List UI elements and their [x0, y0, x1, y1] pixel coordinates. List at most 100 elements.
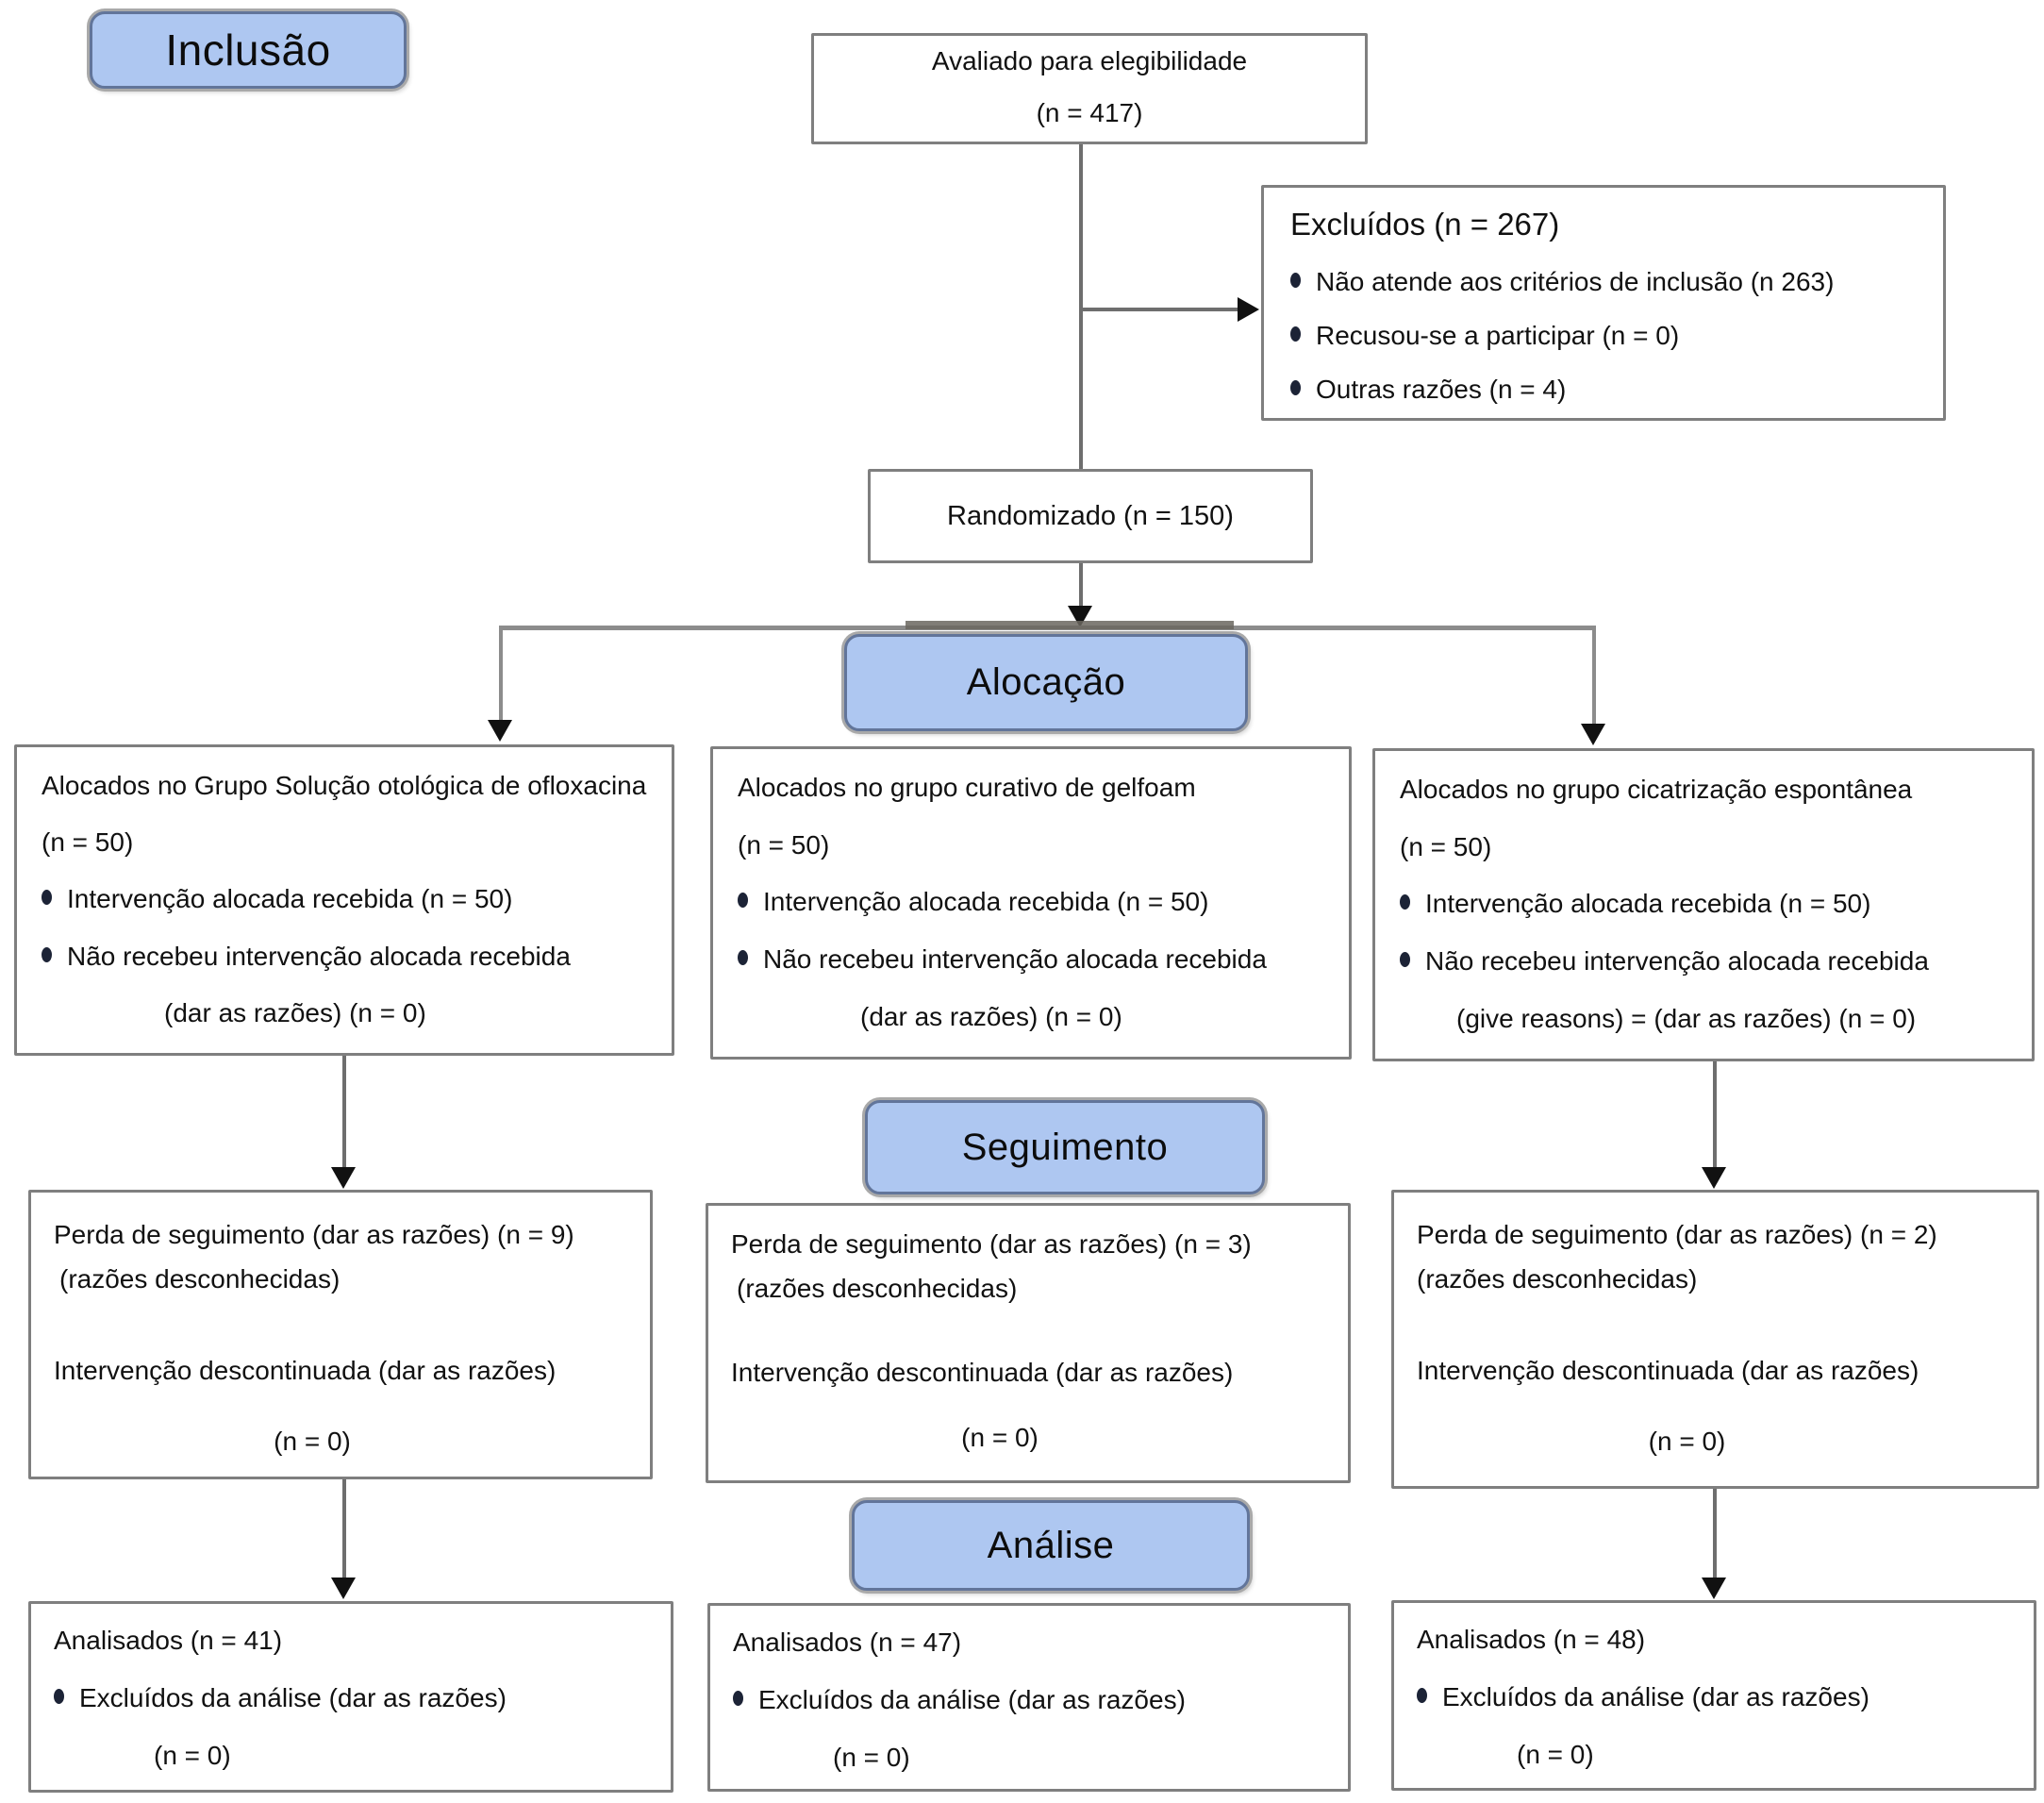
connector-eligibility-to-randomized	[1079, 144, 1083, 469]
stage-label-allocation: Alocação	[844, 634, 1248, 731]
connector-left-followup-to-analysis	[342, 1479, 346, 1579]
bullet-diamond-icon	[738, 950, 748, 966]
connector-right-alloc-to-followup	[1713, 1061, 1717, 1169]
connector-left-alloc-to-followup	[342, 1056, 346, 1169]
excluded-item-text: Outras razões (n = 4)	[1316, 375, 1567, 404]
allocation-bullet-text: Intervenção alocada recebida (n = 50)	[1425, 889, 1871, 919]
analysis-n: (n = 0)	[154, 1741, 231, 1771]
bullet-diamond-icon	[738, 893, 748, 909]
excluded-title: Excluídos (n = 267)	[1290, 207, 1560, 242]
connector-branch-left	[499, 626, 503, 722]
excluded-item: Outras razões (n = 4)	[1290, 374, 1917, 405]
allocation-box-ofloxacina: Alocados no Grupo Solução otológica de o…	[14, 744, 674, 1056]
stage-label-inclusion-text: Inclusão	[165, 25, 331, 75]
bullet-diamond-icon	[42, 890, 52, 906]
followup-line2: (razões desconhecidas)	[1417, 1264, 1698, 1294]
connector-branch-right	[1592, 626, 1596, 726]
followup-line2: (razões desconhecidas)	[737, 1274, 1018, 1304]
analysis-n: (n = 0)	[1517, 1740, 1594, 1770]
arrowhead-right-excluded-icon	[1238, 297, 1259, 322]
excluded-item: Recusou-se a participar (n = 0)	[1290, 320, 1917, 351]
analysis-n: (n = 0)	[833, 1743, 910, 1773]
bullet-diamond-icon	[1400, 894, 1410, 910]
allocation-bullet: Não recebeu intervenção alocada recebida	[42, 941, 647, 972]
bullet-diamond-icon	[54, 1689, 64, 1705]
allocation-reason: (give reasons) = (dar as razões) (n = 0)	[1456, 1003, 1917, 1033]
branch-line-dark-segment	[906, 621, 1234, 629]
analysis-bullet-text: Excluídos da análise (dar as razões)	[1442, 1682, 1870, 1712]
allocation-bullet: Não recebeu intervenção alocada recebida	[1400, 945, 2007, 977]
analysis-box-left: Analisados (n = 41) Excluídos da análise…	[28, 1601, 673, 1793]
allocation-bullet-text: Não recebeu intervenção alocada recebida	[1425, 946, 1929, 977]
excluded-item-text: Recusou-se a participar (n = 0)	[1316, 320, 1680, 350]
followup-line4: (n = 0)	[961, 1423, 1039, 1453]
allocation-bullet: Intervenção alocada recebida (n = 50)	[42, 883, 647, 914]
stage-label-analysis: Análise	[852, 1500, 1250, 1591]
bullet-diamond-icon	[42, 946, 52, 962]
allocation-reason: (dar as razões) (n = 0)	[164, 997, 426, 1027]
bullet-diamond-icon	[733, 1691, 743, 1707]
followup-line3: Intervenção descontinuada (dar as razões…	[1417, 1356, 1919, 1386]
analysis-bullet: Excluídos da análise (dar as razões)	[733, 1684, 1325, 1715]
followup-line3: Intervenção descontinuada (dar as razões…	[54, 1356, 557, 1386]
followup-line1: Perda de seguimento (dar as razões) (n =…	[731, 1229, 1252, 1259]
bullet-diamond-icon	[1290, 380, 1301, 395]
arrowhead-down-left-analysis-icon	[331, 1578, 356, 1599]
stage-label-followup-text: Seguimento	[961, 1126, 1169, 1168]
connector-randomized-to-branch	[1079, 563, 1083, 609]
allocation-title: Alocados no Grupo Solução otológica de o…	[42, 771, 647, 800]
followup-line2: (razões desconhecidas)	[59, 1264, 341, 1294]
stage-label-inclusion: Inclusão	[90, 11, 407, 89]
analysis-bullet: Excluídos da análise (dar as razões)	[1417, 1681, 2011, 1712]
followup-line1: Perda de seguimento (dar as razões) (n =…	[54, 1220, 574, 1249]
excluded-item: Não atende aos critérios de inclusão (n …	[1290, 266, 1917, 297]
connector-to-excluded	[1079, 308, 1245, 311]
stage-label-followup: Seguimento	[865, 1100, 1265, 1194]
eligibility-line1: Avaliado para elegibilidade	[931, 46, 1248, 75]
arrowhead-down-left-alloc-icon	[488, 720, 512, 742]
allocation-reason: (dar as razões) (n = 0)	[860, 1001, 1122, 1031]
allocation-bullet: Intervenção alocada recebida (n = 50)	[1400, 888, 2007, 919]
arrowhead-down-left-followup-icon	[331, 1167, 356, 1189]
connector-right-followup-to-analysis	[1713, 1489, 1717, 1579]
stage-label-allocation-text: Alocação	[966, 661, 1126, 703]
allocation-bullet: Intervenção alocada recebida (n = 50)	[738, 886, 1324, 917]
allocation-n: (n = 50)	[738, 829, 830, 860]
followup-box-left: Perda de seguimento (dar as razões) (n =…	[28, 1190, 653, 1479]
analysis-title: Analisados (n = 41)	[54, 1626, 283, 1655]
allocation-bullet-text: Não recebeu intervenção alocada recebida	[67, 941, 571, 971]
eligibility-box: Avaliado para elegibilidade (n = 417)	[811, 33, 1368, 144]
randomized-label: Randomizado (n = 150)	[947, 500, 1234, 531]
analysis-box-middle: Analisados (n = 47) Excluídos da análise…	[707, 1603, 1351, 1792]
followup-box-middle: Perda de seguimento (dar as razões) (n =…	[706, 1203, 1351, 1483]
arrowhead-down-right-analysis-icon	[1702, 1578, 1726, 1599]
bullet-diamond-icon	[1417, 1688, 1427, 1704]
allocation-box-espontanea: Alocados no grupo cicatrização espontâne…	[1372, 748, 2035, 1061]
followup-line3: Intervenção descontinuada (dar as razões…	[731, 1358, 1234, 1388]
allocation-bullet: Não recebeu intervenção alocada recebida	[738, 943, 1324, 975]
allocation-title: Alocados no grupo curativo de gelfoam	[738, 773, 1196, 802]
excluded-box: Excluídos (n = 267) Não atende aos crité…	[1261, 185, 1946, 421]
analysis-bullet: Excluídos da análise (dar as razões)	[54, 1682, 648, 1713]
analysis-title: Analisados (n = 48)	[1417, 1625, 1646, 1654]
analysis-title: Analisados (n = 47)	[733, 1628, 962, 1657]
eligibility-line2: (n = 417)	[1036, 97, 1143, 127]
excluded-item-text: Não atende aos critérios de inclusão (n …	[1316, 266, 1835, 296]
bullet-diamond-icon	[1290, 326, 1301, 342]
allocation-bullet-text: Intervenção alocada recebida (n = 50)	[67, 884, 513, 914]
analysis-bullet-text: Excluídos da análise (dar as razões)	[758, 1685, 1186, 1715]
allocation-title: Alocados no grupo cicatrização espontâne…	[1400, 775, 1913, 804]
allocation-bullet-text: Não recebeu intervenção alocada recebida	[763, 944, 1267, 975]
analysis-bullet-text: Excluídos da análise (dar as razões)	[79, 1683, 507, 1713]
followup-line4: (n = 0)	[1648, 1427, 1726, 1457]
arrowhead-down-right-followup-icon	[1702, 1167, 1726, 1189]
followup-line1: Perda de seguimento (dar as razões) (n =…	[1417, 1220, 1937, 1249]
bullet-diamond-icon	[1290, 272, 1301, 288]
allocation-n: (n = 50)	[1400, 831, 1492, 861]
followup-box-right: Perda de seguimento (dar as razões) (n =…	[1391, 1190, 2039, 1489]
followup-line4: (n = 0)	[274, 1427, 351, 1457]
stage-label-analysis-text: Análise	[987, 1524, 1115, 1566]
allocation-bullet-text: Intervenção alocada recebida (n = 50)	[763, 887, 1209, 917]
arrowhead-down-right-alloc-icon	[1581, 724, 1605, 745]
